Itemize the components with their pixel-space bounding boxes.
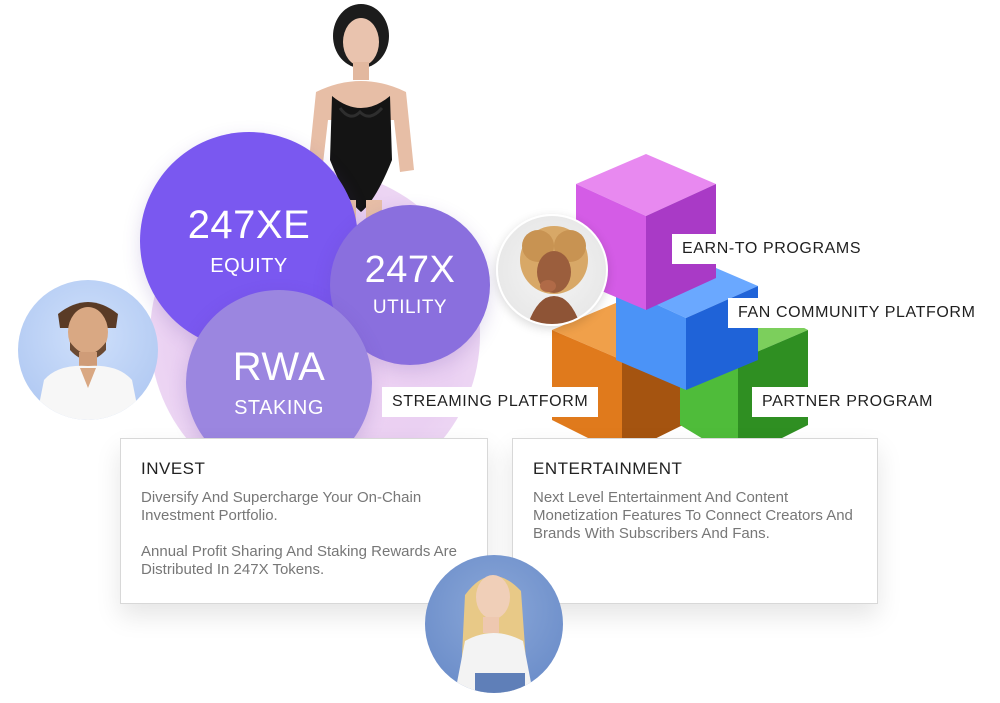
equity-title: 247XE [187,202,311,247]
man-white-shirt-photo [18,280,158,420]
fan-community-label: FAN COMMUNITY PLATFORM [728,298,986,328]
invest-paragraph-2: Annual Profit Sharing And Staking Reward… [141,543,458,578]
utility-title: 247X [364,249,456,291]
invest-title: INVEST [141,459,206,478]
partner-program-label: PARTNER PROGRAM [752,387,944,417]
staking-subtitle: STAKING [234,396,324,419]
entertainment-paragraph-1: Next Level Entertainment And Content Mon… [533,489,853,542]
stacked-cubes-graphic [552,154,808,460]
equity-subtitle: EQUITY [210,254,288,277]
invest-card: INVEST Diversify And Supercharge Your On… [120,438,488,604]
invest-text: Diversify And Supercharge Your On-Chain … [141,489,481,597]
utility-subtitle: UTILITY [372,297,448,318]
earn-programs-label: EARN-TO PROGRAMS [672,234,872,264]
woman-afro-photo [496,214,608,326]
entertainment-text: Next Level Entertainment And Content Mon… [533,489,873,561]
invest-paragraph-1: Diversify And Supercharge Your On-Chain … [141,489,422,524]
entertainment-title: ENTERTAINMENT [533,459,683,478]
streaming-platform-label: STREAMING PLATFORM [382,387,599,417]
staking-title: RWA [232,344,326,389]
woman-blonde-photo [425,555,563,693]
entertainment-card: ENTERTAINMENT Next Level Entertainment A… [512,438,878,604]
